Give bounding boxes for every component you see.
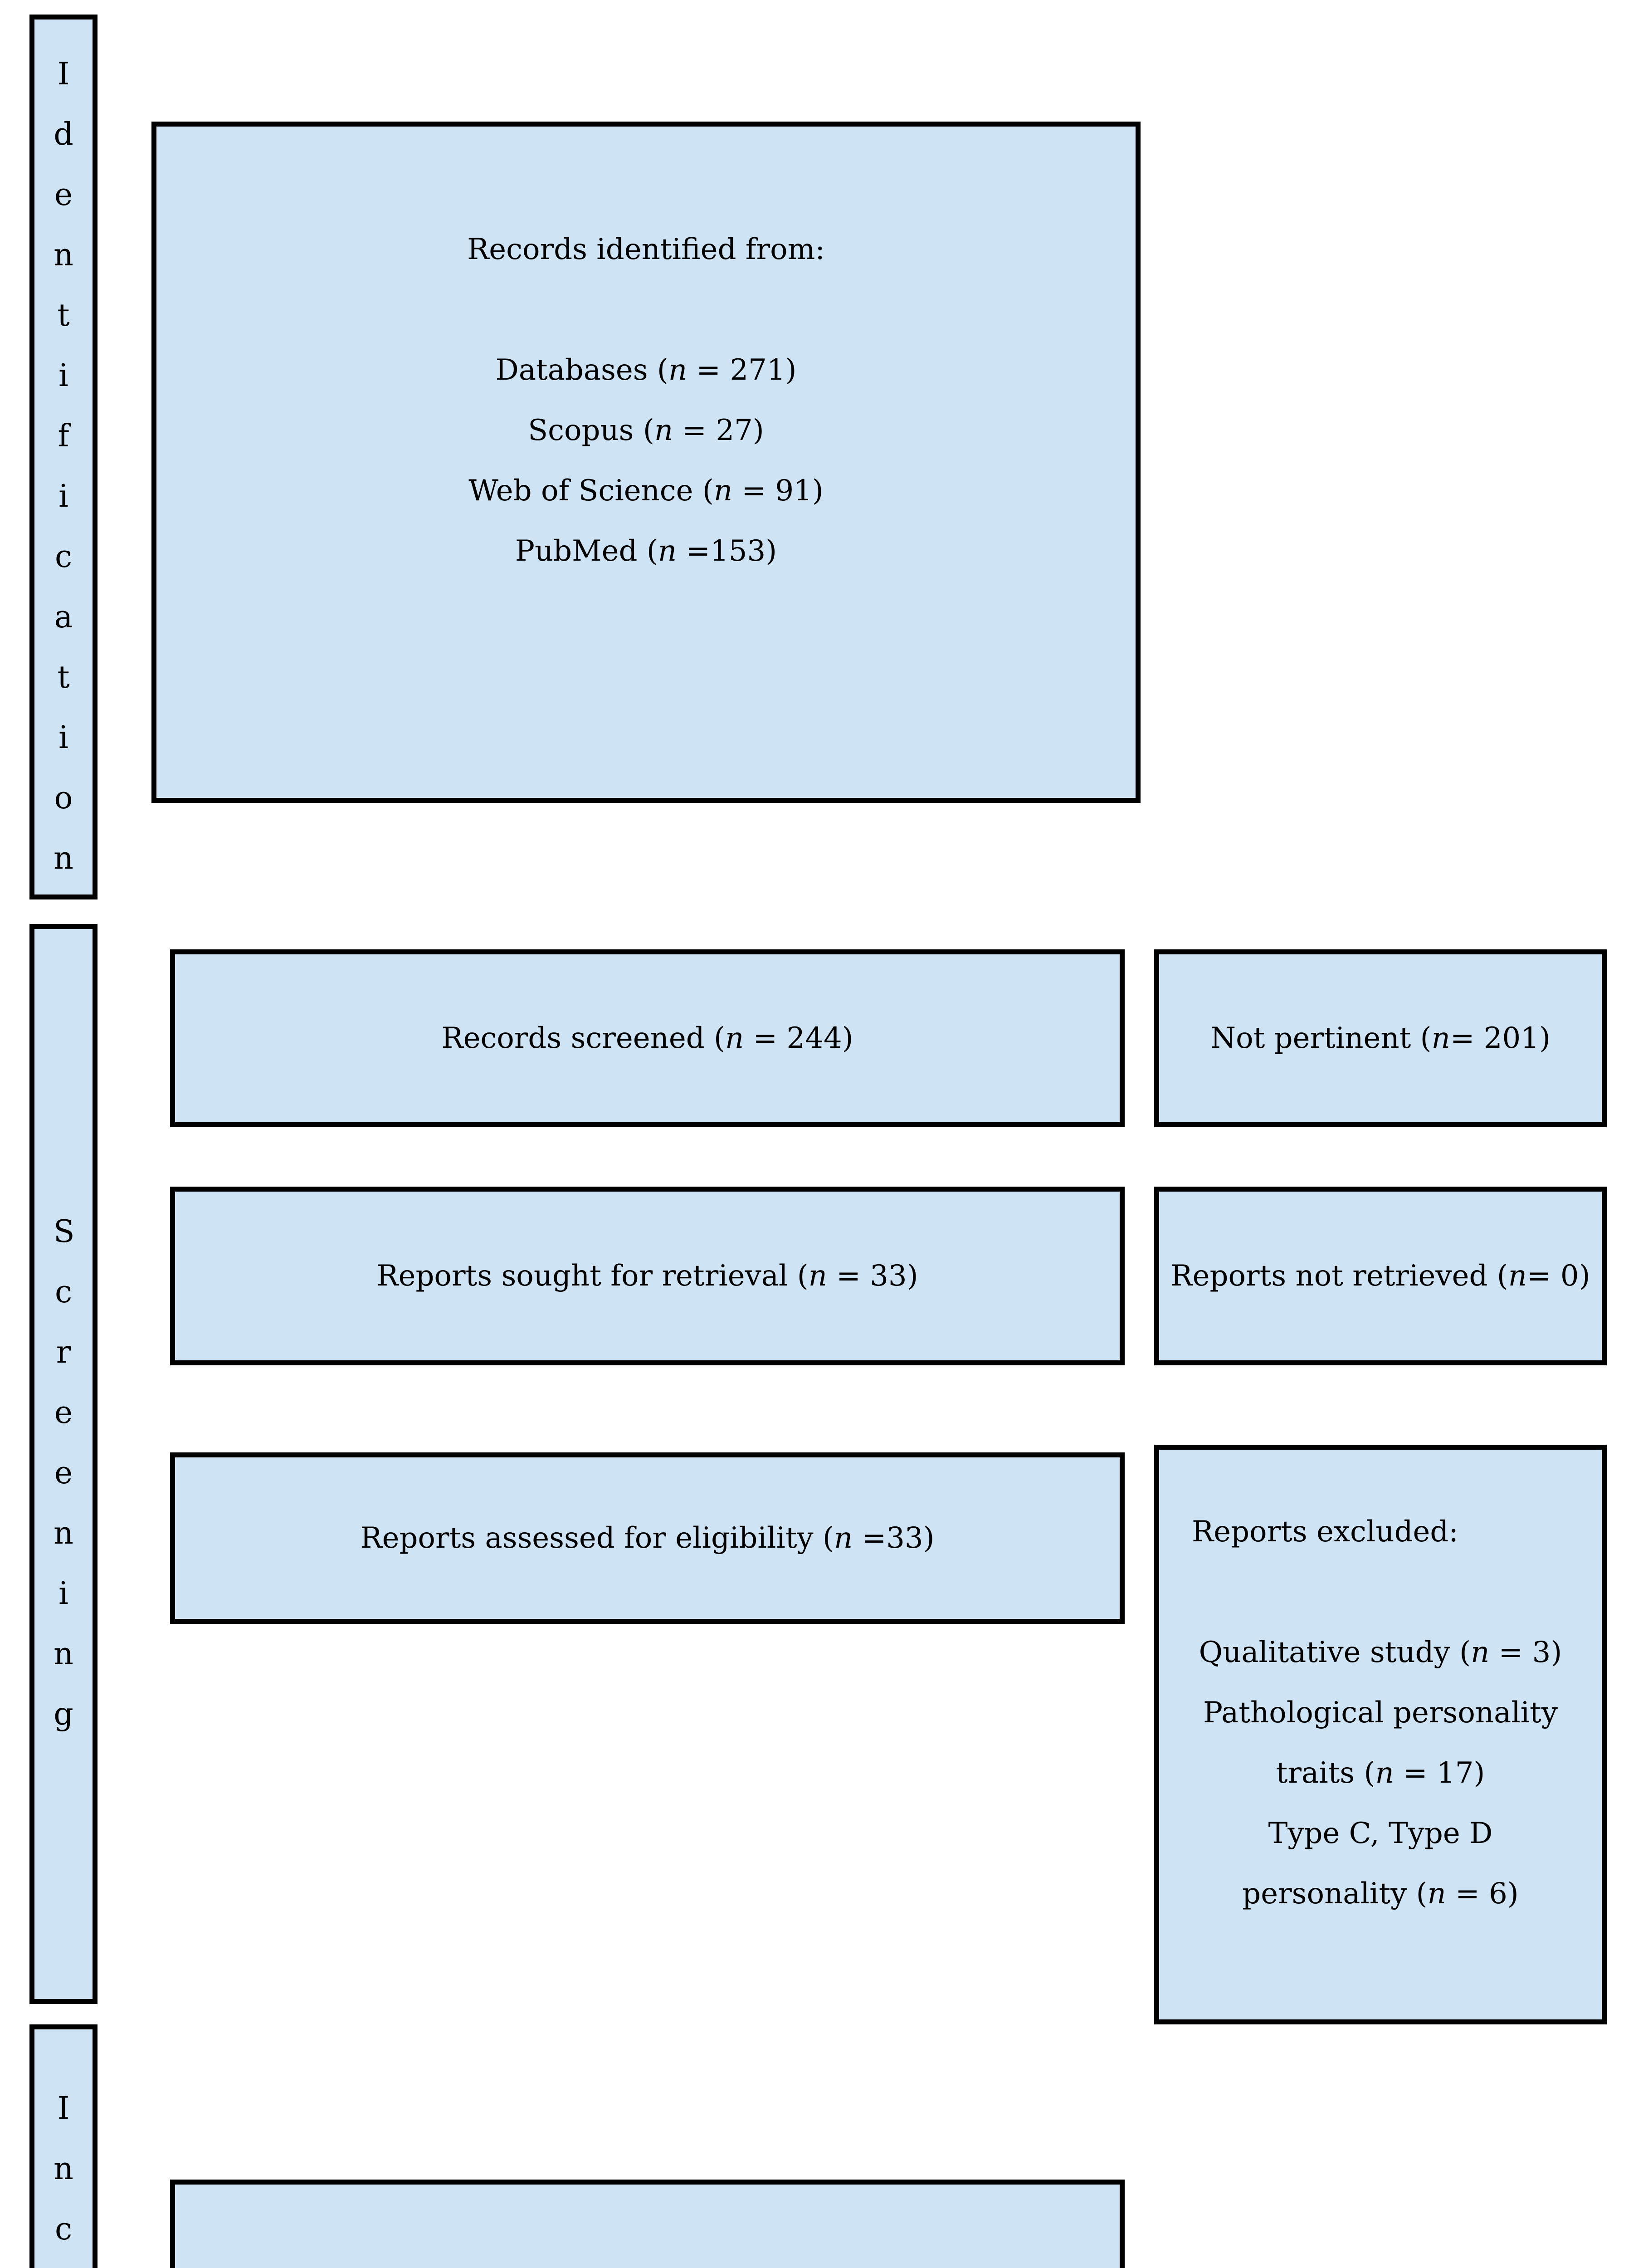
reports-assessed-box: Reports assessed for eligibility (n =33) [170, 1452, 1125, 1624]
stage-label-included: Included [54, 2091, 73, 2247]
excluded-reason-line: Pathological personality [1203, 1696, 1558, 1730]
records-screened-box: Records screened (n = 244) [170, 949, 1125, 1127]
excluded-reason-line: Qualitative study (n = 3) [1199, 1636, 1562, 1669]
reports-sought-box: Reports sought for retrieval (n = 33) [170, 1187, 1125, 1365]
stage-bar-screening: Screening [29, 924, 98, 2004]
reports-not-retrieved-text: Reports not retrieved (n= 0) [1170, 1259, 1590, 1293]
records-screened-text: Records screened (n = 244) [441, 1021, 853, 1055]
reports-not-retrieved-box: Reports not retrieved (n= 0) [1154, 1187, 1607, 1365]
reports-excluded-reasons: Qualitative study (n = 3) Pathological pe… [1159, 1623, 1602, 1924]
stage-bar-identification: Identification [29, 15, 98, 899]
source-line: PubMed (n =153) [515, 534, 777, 568]
stage-bar-included: Included [29, 2024, 98, 2268]
excluded-reason-line: Type C, Type D [1268, 1817, 1493, 1850]
stage-label-screening: Screening [54, 1214, 75, 1732]
source-line: Web of Science (n = 91) [468, 474, 824, 508]
records-identified-box: Records identified from: Databases (n = … [151, 122, 1141, 803]
reports-excluded-title: Reports excluded: [1192, 1515, 1458, 1549]
reports-sought-text: Reports sought for retrieval (n = 33) [376, 1259, 918, 1293]
not-pertinent-text: Not pertinent (n= 201) [1210, 1021, 1550, 1055]
records-identified-title: Records identified from: [467, 233, 825, 266]
records-identified-sources: Databases (n = 271) Scopus (n = 27) Web of… [156, 340, 1136, 582]
stage-label-identification: Identification [54, 56, 73, 876]
excluded-reason-line: traits (n = 17) [1276, 1756, 1485, 1790]
not-pertinent-box: Not pertinent (n= 201) [1154, 949, 1607, 1127]
source-line: Scopus (n = 27) [528, 414, 764, 447]
reports-excluded-box: Reports excluded: Qualitative study (n =… [1154, 1445, 1607, 2024]
excluded-reason-line: personality (n = 6) [1242, 1877, 1519, 1911]
source-line: Databases (n = 271) [495, 353, 797, 387]
studies-included-box: Studies included in review(n = 7) [170, 2180, 1125, 2268]
reports-assessed-text: Reports assessed for eligibility (n =33) [360, 1521, 935, 1555]
